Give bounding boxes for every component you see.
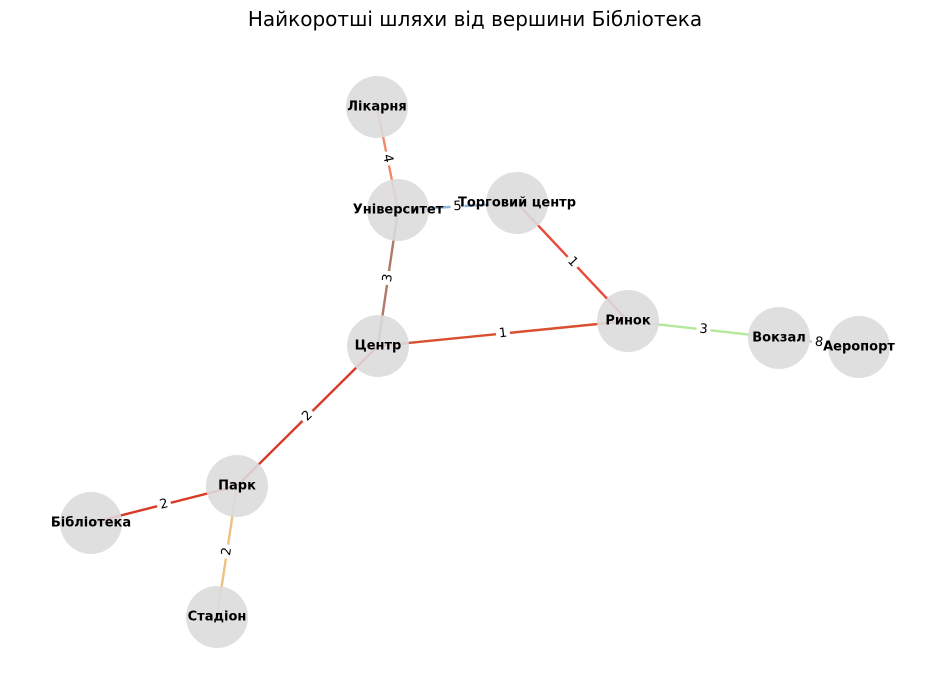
edge-weight-text: 5	[453, 199, 462, 214]
node-market: Ринок	[597, 290, 659, 352]
edge-labels-layer: 4 5 3 1 1 3 8 2 2 2	[155, 150, 827, 560]
edge-weight-text: 3	[699, 322, 709, 338]
node-label: Лікарня	[347, 100, 406, 115]
edge-weight-text: 1	[498, 326, 508, 342]
node-mall: Торговий центр	[458, 172, 576, 234]
node-circle	[597, 290, 659, 352]
edge-weight-label: 4	[378, 150, 397, 167]
node-center: Центр	[347, 315, 409, 377]
node-circle	[346, 76, 408, 138]
node-label: Аеропорт	[823, 340, 895, 355]
edge-weight-label: 2	[296, 405, 319, 427]
edge-weight-bg	[561, 251, 584, 273]
edge-weight-label: 3	[379, 269, 397, 287]
edge-weight-bg	[218, 543, 236, 560]
edge-weight-label: 2	[218, 543, 236, 560]
node-circle	[186, 586, 248, 648]
node-circle	[367, 179, 429, 241]
edge-weight-label: 3	[695, 320, 712, 339]
node-circle	[486, 172, 548, 234]
edge-weight-bg	[379, 269, 397, 287]
node-hospital: Лікарня	[346, 76, 408, 138]
page-title: Найкоротші шляхи від вершини Бібліотека	[247, 7, 703, 31]
edge-weight-text: 8	[814, 335, 824, 351]
edge-weight-bg	[378, 150, 397, 167]
node-library: Бібліотека	[51, 492, 131, 554]
edge-weight-text: 2	[219, 546, 235, 556]
node-university: Університет	[353, 179, 444, 241]
node-park: Парк	[206, 455, 268, 517]
edge-weight-label: 8	[811, 333, 827, 352]
node-circle	[206, 455, 268, 517]
node-station: Вокзал	[748, 307, 810, 369]
node-label: Стадіон	[188, 610, 247, 625]
node-label: Університет	[353, 203, 444, 218]
edges-layer	[90, 106, 860, 618]
edge-weight-text: 4	[379, 153, 395, 164]
edge-weight-bg	[450, 198, 465, 215]
edge-weight-bg	[811, 333, 827, 352]
node-label: Торговий центр	[458, 196, 576, 211]
edge-weight-text: 3	[380, 273, 396, 283]
node-circle	[748, 307, 810, 369]
edge-weight-label: 1	[495, 324, 511, 343]
edge-weight-bg	[695, 320, 712, 339]
node-label: Бібліотека	[51, 516, 131, 531]
node-label: Вокзал	[752, 331, 806, 346]
edge-weight-bg	[155, 495, 173, 514]
edge-weight-text: 2	[158, 496, 170, 513]
edge-weight-label: 2	[155, 495, 173, 514]
node-label: Ринок	[605, 314, 651, 329]
node-airport: Аеропорт	[823, 316, 895, 378]
node-circle	[60, 492, 122, 554]
edge-weight-label: 1	[561, 251, 584, 273]
node-stadium: Стадіон	[186, 586, 248, 648]
edge-weight-label: 5	[450, 198, 465, 215]
node-circle	[828, 316, 890, 378]
node-label: Центр	[355, 339, 402, 354]
edge-weight-bg	[495, 324, 511, 343]
edge-weight-bg	[296, 405, 319, 427]
node-circle	[347, 315, 409, 377]
node-label: Парк	[218, 479, 256, 494]
